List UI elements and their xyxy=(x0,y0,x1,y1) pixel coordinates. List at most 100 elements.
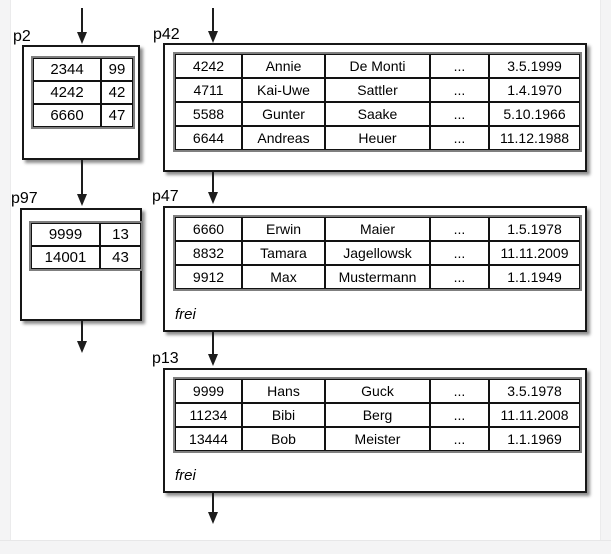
table-cell: 13 xyxy=(100,223,141,246)
arrow-p47-to-p13-head xyxy=(207,354,218,366)
table-cell: 9999 xyxy=(175,379,242,403)
table-cell: Mustermann xyxy=(325,265,430,289)
p13-table: 9999 Hans Guck ... 3.5.1978 11234 Bibi B… xyxy=(173,377,582,453)
p97-table: 9999 13 14001 43 xyxy=(29,221,143,271)
table-cell: Maier xyxy=(325,217,430,241)
table-cell: 6660 xyxy=(175,217,242,241)
arrow-p47-to-p13-line xyxy=(212,332,214,354)
table-cell: ... xyxy=(430,379,489,403)
table-row: 8832 Tamara Jagellowsk ... 11.11.2009 xyxy=(175,241,580,265)
table-cell: 3.5.1978 xyxy=(489,379,580,403)
table-cell: 47 xyxy=(101,104,133,127)
page-box-p97: 9999 13 14001 43 xyxy=(20,208,143,321)
free-space-label-p13: frei xyxy=(175,467,196,484)
canvas-edge-right xyxy=(600,0,611,554)
table-row: 9999 Hans Guck ... 3.5.1978 xyxy=(175,379,580,403)
free-space-label-p47: frei xyxy=(175,306,196,323)
table-cell: ... xyxy=(430,427,489,451)
table-cell: 11.11.2008 xyxy=(489,403,580,427)
table-row: 9999 13 xyxy=(31,223,141,246)
table-cell: Gunter xyxy=(242,102,325,126)
table-cell: ... xyxy=(430,102,489,126)
table-cell: Guck xyxy=(325,379,430,403)
table-cell: Tamara xyxy=(242,241,325,265)
table-cell: 43 xyxy=(100,246,141,269)
table-cell: ... xyxy=(430,78,489,102)
table-cell: Annie xyxy=(242,54,325,78)
page-label-p2: p2 xyxy=(13,28,31,45)
table-cell: 6660 xyxy=(33,104,101,127)
table-cell: ... xyxy=(430,265,489,289)
arrow-out-of-p97-head xyxy=(76,341,87,353)
table-row: 13444 Bob Meister ... 1.1.1969 xyxy=(175,427,580,451)
table-cell: 11234 xyxy=(175,403,242,427)
table-cell: Jagellowsk xyxy=(325,241,430,265)
arrow-out-of-p13-head xyxy=(207,512,218,524)
table-cell: ... xyxy=(430,126,489,150)
table-cell: 2344 xyxy=(33,58,101,81)
page-label-p97: p97 xyxy=(11,190,38,207)
table-cell: Kai-Uwe xyxy=(242,78,325,102)
table-cell: 13444 xyxy=(175,427,242,451)
table-row: 4711 Kai-Uwe Sattler ... 1.4.1970 xyxy=(175,78,580,102)
table-cell: Bob xyxy=(242,427,325,451)
table-cell: 11.11.2009 xyxy=(489,241,580,265)
table-cell: 14001 xyxy=(31,246,100,269)
table-row: 2344 99 xyxy=(33,58,133,81)
arrow-into-p42-line xyxy=(212,8,214,31)
table-cell: 5588 xyxy=(175,102,242,126)
table-cell: 1.1.1949 xyxy=(489,265,580,289)
page-box-p47: 6660 Erwin Maier ... 1.5.1978 8832 Tamar… xyxy=(163,206,587,332)
table-row: 9912 Max Mustermann ... 1.1.1949 xyxy=(175,265,580,289)
page-box-p42: 4242 Annie De Monti ... 3.5.1999 4711 Ka… xyxy=(163,43,587,172)
table-row: 6660 47 xyxy=(33,104,133,127)
table-cell: 42 xyxy=(101,81,133,104)
table-cell: 6644 xyxy=(175,126,242,150)
table-cell: 99 xyxy=(101,58,133,81)
table-row: 4242 Annie De Monti ... 3.5.1999 xyxy=(175,54,580,78)
page-box-p13: 9999 Hans Guck ... 3.5.1978 11234 Bibi B… xyxy=(163,368,587,493)
table-cell: ... xyxy=(430,54,489,78)
p42-table: 4242 Annie De Monti ... 3.5.1999 4711 Ka… xyxy=(173,52,582,152)
arrow-p2-to-p97-line xyxy=(81,160,83,194)
table-cell: Andreas xyxy=(242,126,325,150)
arrow-p2-to-p97-head xyxy=(76,194,87,206)
table-cell: Berg xyxy=(325,403,430,427)
table-cell: De Monti xyxy=(325,54,430,78)
arrow-out-of-p97-line xyxy=(81,321,83,341)
table-cell: 9912 xyxy=(175,265,242,289)
table-cell: 8832 xyxy=(175,241,242,265)
arrow-into-p2-line xyxy=(81,8,83,32)
table-cell: 1.4.1970 xyxy=(489,78,580,102)
table-cell: Max xyxy=(242,265,325,289)
table-row: 5588 Gunter Saake ... 5.10.1966 xyxy=(175,102,580,126)
table-row: 4242 42 xyxy=(33,81,133,104)
table-cell: ... xyxy=(430,403,489,427)
arrow-p42-to-p47-head xyxy=(207,192,218,204)
table-cell: 4711 xyxy=(175,78,242,102)
table-cell: Heuer xyxy=(325,126,430,150)
table-cell: 5.10.1966 xyxy=(489,102,580,126)
arrow-out-of-p13-line xyxy=(212,493,214,512)
table-cell: Hans xyxy=(242,379,325,403)
table-row: 6660 Erwin Maier ... 1.5.1978 xyxy=(175,217,580,241)
table-cell: 1.1.1969 xyxy=(489,427,580,451)
table-cell: Sattler xyxy=(325,78,430,102)
table-cell: Meister xyxy=(325,427,430,451)
table-row: 11234 Bibi Berg ... 11.11.2008 xyxy=(175,403,580,427)
page-label-p42: p42 xyxy=(153,26,180,43)
p2-table: 2344 99 4242 42 6660 47 xyxy=(31,56,135,129)
table-cell: 11.12.1988 xyxy=(489,126,580,150)
canvas-edge-left xyxy=(0,0,11,554)
table-cell: 4242 xyxy=(175,54,242,78)
arrow-p42-to-p47-line xyxy=(212,172,214,192)
p47-table: 6660 Erwin Maier ... 1.5.1978 8832 Tamar… xyxy=(173,215,582,291)
table-cell: Saake xyxy=(325,102,430,126)
table-row: 14001 43 xyxy=(31,246,141,269)
table-cell: Bibi xyxy=(242,403,325,427)
table-cell: 1.5.1978 xyxy=(489,217,580,241)
table-cell: 3.5.1999 xyxy=(489,54,580,78)
table-row: 6644 Andreas Heuer ... 11.12.1988 xyxy=(175,126,580,150)
page-label-p47: p47 xyxy=(152,188,179,205)
